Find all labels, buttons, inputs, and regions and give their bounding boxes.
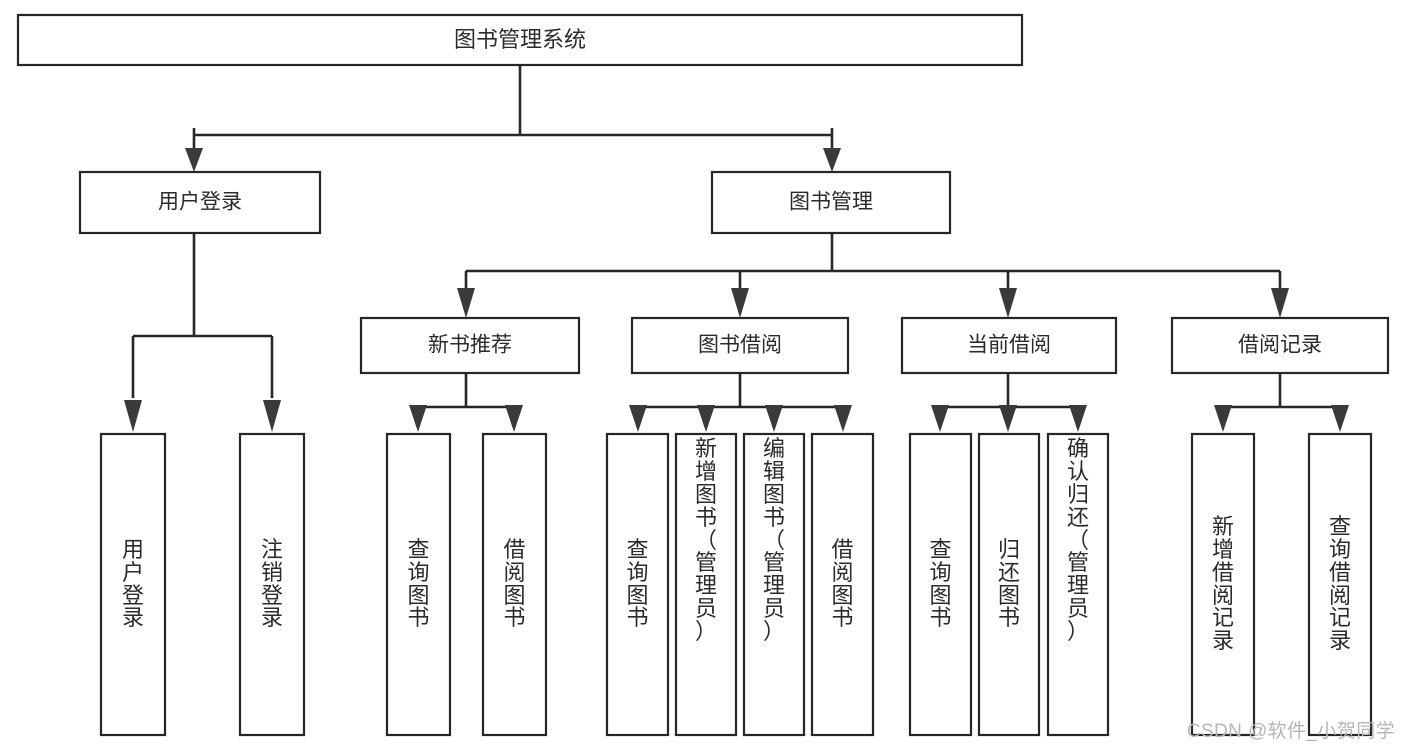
arrow-borrowrecord-leaf2-icon	[1331, 405, 1349, 432]
node-borrow-record-box[interactable]	[1170, 316, 1390, 375]
arrow-userlogin-leaf1-icon	[124, 400, 142, 432]
node-current-borrow-box[interactable]	[900, 316, 1118, 375]
arrow-to-currentborrow-icon	[999, 288, 1017, 318]
node-new-book-recommend-label: 新书推荐	[428, 334, 512, 357]
node-book-borrow-label: 图书借阅	[698, 334, 782, 357]
node-root-system-label: 图书管理系统	[454, 27, 586, 52]
node-new-book-recommend[interactable]: 新书推荐	[359, 316, 581, 375]
leaf-box-book-borrow-1[interactable]	[605, 432, 670, 737]
arrow-to-newbook-icon	[457, 288, 475, 318]
arrow-borrowrecord-leaf1-icon	[1214, 405, 1232, 432]
node-book-management[interactable]: 图书管理	[710, 170, 952, 235]
node-root-system[interactable]: 图书管理系统	[16, 13, 1024, 67]
arrow-bookborrow-leaf1-icon	[629, 405, 647, 432]
leaf-box-current-borrow-2[interactable]	[977, 432, 1041, 737]
leaf-box-current-borrow-3[interactable]	[1046, 432, 1110, 737]
arrow-currentborrow-leaf2-icon	[999, 405, 1017, 432]
leaf-box-current-borrow-1[interactable]	[908, 432, 973, 737]
leaf-box-borrow-record-1[interactable]	[1190, 432, 1256, 737]
node-user-login-label: 用户登录	[158, 191, 242, 214]
node-borrow-record-label: 借阅记录	[1238, 334, 1322, 357]
node-book-borrow-box[interactable]	[630, 316, 850, 375]
arrow-bookborrow-leaf2-icon	[697, 405, 715, 432]
arrow-bookborrow-leaf4-icon	[834, 405, 852, 432]
arrow-newbook-leaf2-icon	[505, 405, 523, 432]
arrow-newbook-leaf1-icon	[409, 405, 427, 432]
node-book-management-label: 图书管理	[789, 191, 873, 214]
connectors	[124, 65, 1349, 432]
arrow-to-userlogin-icon	[185, 148, 203, 172]
leaf-box-book-borrow-2[interactable]	[674, 432, 738, 737]
node-book-borrow[interactable]: 图书借阅	[630, 316, 850, 375]
node-new-book-recommend-box[interactable]	[359, 316, 581, 375]
node-borrow-record[interactable]: 借阅记录	[1170, 316, 1390, 375]
node-current-borrow-label: 当前借阅	[967, 334, 1051, 357]
leaf-box-user-login-1[interactable]	[99, 432, 167, 737]
node-user-login[interactable]: 用户登录	[78, 170, 322, 235]
leaf-box-book-borrow-4[interactable]	[810, 432, 875, 737]
arrow-currentborrow-leaf1-icon	[931, 405, 949, 432]
arrow-to-borrowrecord-icon	[1271, 288, 1289, 318]
leaf-box-user-login-2[interactable]	[238, 432, 306, 737]
node-root-system-box[interactable]	[16, 13, 1024, 67]
leaf-box-new-book-1[interactable]	[385, 432, 452, 737]
leaf-box-new-book-2[interactable]	[481, 432, 548, 737]
watermark-text: CSDN @软件_小贺同学	[1186, 721, 1395, 742]
leaf-box-book-borrow-3[interactable]	[742, 432, 806, 737]
arrow-currentborrow-leaf3-icon	[1069, 405, 1087, 432]
node-current-borrow[interactable]: 当前借阅	[900, 316, 1118, 375]
arrow-to-bookborrow-icon	[731, 288, 749, 318]
arrow-userlogin-leaf2-icon	[263, 400, 281, 432]
arrow-to-bookmgmt-icon	[823, 148, 841, 172]
node-user-login-box[interactable]	[78, 170, 322, 235]
node-book-management-box[interactable]	[710, 170, 952, 235]
arrow-bookborrow-leaf3-icon	[765, 405, 783, 432]
leaf-box-borrow-record-2[interactable]	[1307, 432, 1373, 737]
